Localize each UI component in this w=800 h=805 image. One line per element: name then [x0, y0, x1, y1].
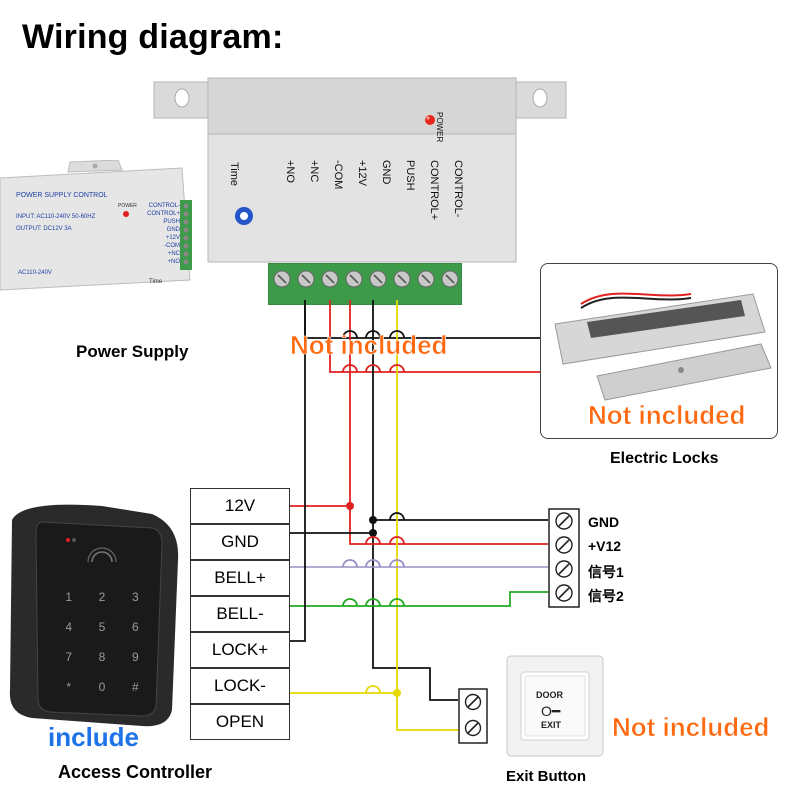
power-supply-time-label: Time [149, 279, 163, 285]
power-supply-output: OUTPUT: DC12V 3A [16, 226, 72, 232]
power-supply-device [0, 159, 200, 300]
ctl-term-label: CONTROL- [452, 160, 464, 218]
ps-term-label: GND [166, 227, 180, 233]
signal-terminal-block [548, 508, 580, 608]
terminal-bell-minus: BELL- [190, 596, 290, 632]
terminal-bell-plus: BELL+ [190, 560, 290, 596]
terminal-label: 12V [224, 496, 256, 515]
keypad-key[interactable]: 8 [98, 650, 106, 664]
ps-term-label: +NC [167, 251, 180, 257]
control-box-drawing [153, 77, 567, 263]
ps-term-label: CONTROL+ [147, 211, 180, 217]
keypad-key[interactable]: 3 [131, 590, 139, 604]
keypad-key[interactable]: 5 [98, 620, 106, 634]
exit-terminal-drawing [458, 688, 488, 744]
exit-button-drawing [506, 655, 604, 757]
exit-button-device[interactable] [505, 654, 605, 758]
access-controller-keypad: 1 2 3 4 5 6 7 8 9 * 0 # [52, 590, 152, 700]
terminal-label: LOCK+ [211, 640, 269, 659]
ctl-term-label: GND [380, 160, 392, 185]
terminal-label: BELL+ [214, 568, 266, 587]
terminal-label: OPEN [215, 712, 265, 731]
terminal-label: BELL- [216, 604, 264, 623]
ctl-term-label: -COM [332, 160, 344, 190]
keypad-key[interactable]: 6 [131, 620, 139, 634]
access-controller-device [2, 500, 188, 730]
signal-label-signal2: 信号2 [588, 588, 624, 604]
power-supply-terminal-labels: CONTROL- CONTROL+ PUSH GND +12V -COM +NC… [146, 202, 180, 266]
control-power-label: POWER [435, 112, 444, 143]
terminal-12v: 12V [190, 488, 290, 524]
terminal-label: GND [221, 532, 259, 551]
electric-lock-drawing [554, 292, 772, 401]
terminal-gnd: GND [190, 524, 290, 560]
ctl-term-label: +NC [308, 160, 320, 183]
ctl-term-label: PUSH [404, 160, 416, 191]
keypad-key[interactable]: 4 [65, 620, 72, 634]
terminal-lock-plus: LOCK+ [190, 632, 290, 668]
exit-button-exit-text: EXIT [541, 720, 562, 730]
signal-block-drawing [548, 508, 580, 608]
include-note: include [48, 722, 140, 752]
keypad-key[interactable]: * [66, 680, 71, 694]
ps-term-label: +NO [167, 259, 180, 265]
page-title: Wiring diagram: [22, 18, 284, 56]
ctl-term-label: CONTROL+ [428, 160, 440, 221]
key-icon: O━ [541, 703, 561, 719]
electric-locks-caption: Electric Locks [610, 450, 719, 467]
keypad-key[interactable]: 2 [98, 590, 106, 604]
ps-term-label: CONTROL- [148, 203, 180, 209]
power-supply-input: INPUT: AC110-240V 50-60HZ [16, 214, 96, 220]
ps-term-label: -COM [164, 243, 180, 249]
terminal-lock-minus: LOCK- [190, 668, 290, 704]
power-supply-drawing [0, 159, 192, 291]
control-time-label: Time [228, 162, 240, 187]
control-box [150, 76, 570, 266]
lock-not-included-note: Not included [588, 400, 746, 431]
keypad-key[interactable]: # [131, 680, 139, 694]
signal-label-gnd: GND [588, 514, 620, 530]
access-controller-drawing [9, 504, 179, 727]
keypad-key[interactable]: 9 [131, 650, 139, 664]
ps-term-label: PUSH [163, 219, 180, 225]
terminal-strip-drawing [267, 262, 463, 306]
wires-not-included-note: Not included [290, 330, 448, 361]
power-supply-power-label: POWER [118, 203, 137, 209]
exit-button-door-text: DOOR [536, 690, 563, 700]
exit-not-included-note: Not included [612, 712, 770, 743]
exit-button-caption: Exit Button [506, 768, 586, 785]
control-terminal-strip [267, 262, 463, 306]
ctl-term-label: +12V [356, 160, 368, 186]
terminal-label: LOCK- [214, 676, 266, 695]
power-supply-ac-label: AC110-240V [18, 270, 52, 276]
access-controller-caption: Access Controller [58, 762, 213, 782]
electric-lock-panel [540, 263, 778, 439]
keypad-key[interactable]: 7 [65, 650, 72, 664]
power-supply-caption: Power Supply [76, 342, 189, 361]
keypad-key[interactable]: 1 [65, 590, 72, 604]
keypad-key[interactable]: 0 [98, 680, 106, 694]
power-supply-header: POWER SUPPLY CONTROL [16, 192, 108, 199]
ctl-term-label: +NO [284, 160, 296, 183]
exit-terminal-block [458, 688, 488, 744]
ps-term-label: +12V [165, 235, 180, 241]
signal-label-signal1: 信号1 [588, 564, 624, 580]
signal-label-v12: +V12 [588, 538, 622, 554]
terminal-open: OPEN [190, 704, 290, 740]
